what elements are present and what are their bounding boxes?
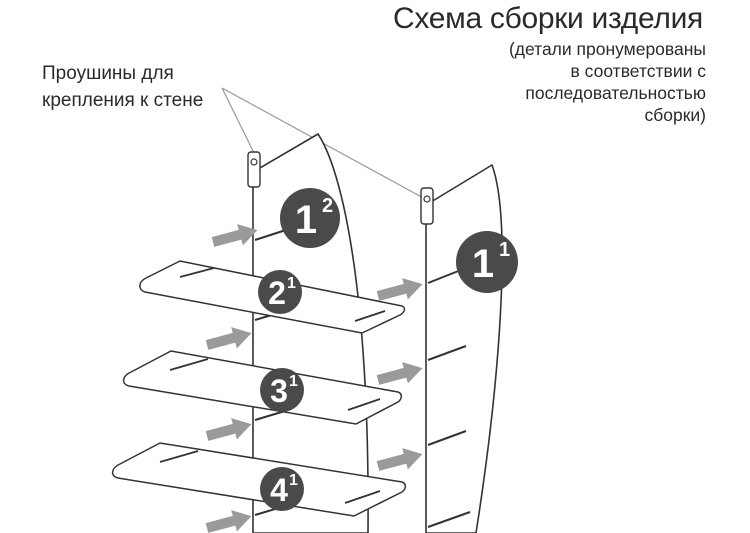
wall-bracket-left — [247, 151, 261, 188]
badge-part-4-1-main: 4 — [270, 472, 288, 508]
badge-part-1-1-main: 1 — [472, 242, 494, 286]
badge-part-3-1-main: 3 — [270, 373, 288, 409]
badge-part-1-2: 1 2 — [280, 188, 340, 248]
arrow-right-2 — [376, 362, 423, 385]
badge-part-1-2-main: 1 — [295, 198, 317, 242]
side-panel-right — [425, 164, 503, 533]
badge-part-1-1-sup: 1 — [499, 239, 510, 261]
arrow-left-2 — [205, 327, 252, 350]
badge-part-1-2-sup: 2 — [322, 195, 333, 217]
badge-part-1-1: 1 1 — [456, 231, 518, 293]
subtitle-line-4: сборки) — [644, 105, 707, 125]
callout-line-1: Проушины для — [42, 63, 174, 84]
arrow-left-4 — [205, 510, 252, 533]
badge-part-2-1: 2 1 — [258, 270, 302, 314]
arrow-right-3 — [376, 448, 423, 471]
arrow-left-3 — [205, 418, 252, 441]
badge-part-2-1-sup: 1 — [287, 275, 296, 292]
badge-part-3-1: 3 1 — [260, 368, 304, 412]
assembly-arrows — [205, 224, 423, 533]
callout-line-2: крепления к стене — [42, 90, 204, 111]
badge-part-4-1: 4 1 — [260, 467, 304, 511]
diagram-title: Схема сборки изделия — [393, 2, 703, 35]
subtitle-line-3: последовательностью — [525, 83, 706, 103]
arrow-left-1 — [211, 224, 258, 247]
subtitle-line-1: (детали пронумерованы — [508, 39, 706, 59]
wall-bracket-right — [420, 187, 434, 225]
badge-part-2-1-main: 2 — [268, 275, 286, 311]
shelf-4 — [111, 442, 407, 517]
arrow-right-1 — [376, 278, 423, 301]
subtitle-line-2: в соответствии с — [570, 61, 707, 81]
badge-part-3-1-sup: 1 — [289, 373, 298, 390]
badge-part-4-1-sup: 1 — [289, 472, 298, 489]
